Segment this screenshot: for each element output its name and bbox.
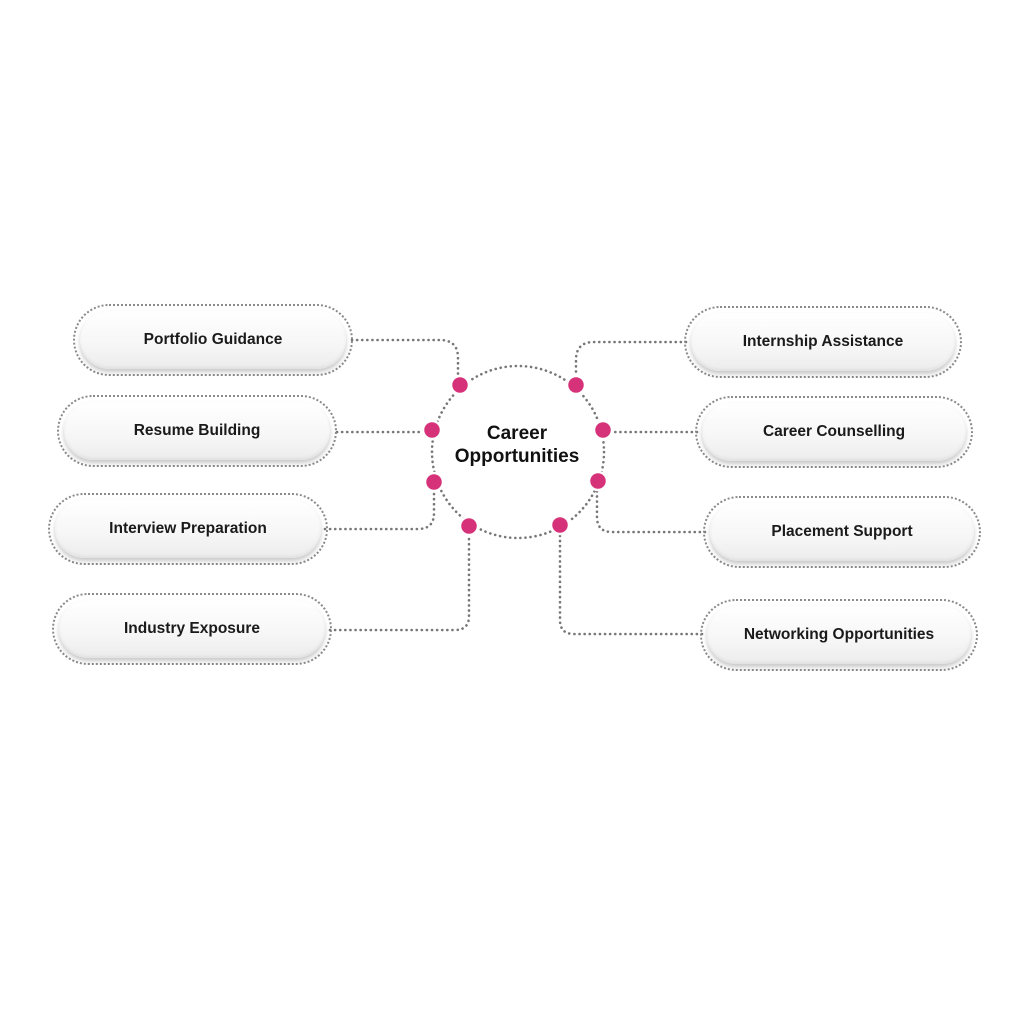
anchor-dot (587, 470, 609, 492)
node-pill: Internship Assistance (691, 313, 955, 371)
node-label: Interview Preparation (109, 520, 267, 537)
node-portfolio-guidance: Portfolio Guidance (73, 304, 353, 376)
node-pill: Career Counselling (702, 403, 966, 461)
node-pill: Interview Preparation (55, 500, 321, 558)
node-label: Industry Exposure (123, 620, 261, 637)
node-industry-exposure: Industry Exposure (52, 593, 332, 665)
hub-anchor-dots (421, 374, 614, 537)
node-pill: Resume Building (64, 402, 330, 460)
center-hub-title: Career Opportunities (432, 422, 602, 468)
node-pill: Industry Exposure (59, 600, 325, 658)
connector-industry-exposure (328, 525, 471, 632)
anchor-dot (458, 515, 480, 537)
node-pill: Placement Support (710, 503, 974, 561)
node-resume-building: Resume Building (57, 395, 337, 467)
node-career-counselling: Career Counselling (695, 396, 973, 468)
node-interview-preparation: Interview Preparation (48, 493, 328, 565)
anchor-dot (423, 471, 445, 493)
node-label: Career Counselling (762, 423, 906, 440)
node-placement-support: Placement Support (703, 496, 981, 568)
anchor-dot (421, 419, 443, 441)
anchor-dot (592, 419, 614, 441)
center-title-line1: Career (486, 423, 548, 444)
connector-networking-opportunities (558, 524, 704, 636)
connector-placement-support (595, 479, 707, 534)
node-internship-assistance: Internship Assistance (684, 306, 962, 378)
anchor-dot (549, 514, 571, 536)
node-label: Resume Building (133, 422, 261, 439)
anchor-dot (565, 374, 587, 396)
node-networking-opportunities: Networking Opportunities (700, 599, 978, 671)
center-title-line2: Opportunities (454, 446, 580, 467)
node-label: Portfolio Guidance (143, 331, 283, 348)
connector-interview-preparation (323, 481, 436, 531)
connector-internship-assistance (574, 340, 688, 387)
connector-portfolio-guidance (350, 338, 460, 387)
node-pill: Networking Opportunities (707, 606, 971, 664)
node-label: Networking Opportunities (743, 626, 935, 643)
anchor-dot (449, 374, 471, 396)
node-label: Placement Support (771, 523, 913, 540)
node-label: Internship Assistance (742, 333, 904, 350)
node-pill: Portfolio Guidance (80, 311, 346, 369)
center-hub-outline (430, 364, 606, 540)
